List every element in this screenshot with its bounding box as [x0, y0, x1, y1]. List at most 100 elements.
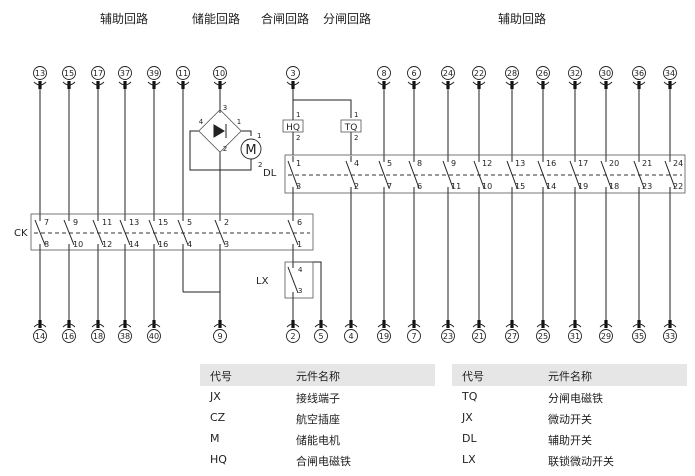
terminal-number: 7 [411, 332, 416, 341]
legend-name: 联锁微动开关 [548, 455, 614, 468]
terminal-circle [213, 66, 227, 80]
dl-switch-blade [378, 160, 390, 189]
dl-pin-bottom: 23 [642, 182, 652, 191]
terminal-circle [147, 66, 161, 80]
terminal-number: 33 [665, 332, 675, 341]
terminal-circle [472, 66, 486, 80]
terminal-cup [147, 323, 161, 328]
bridge-pin: 1 [237, 118, 241, 126]
legend-code: DL [462, 432, 477, 445]
ck-pin-bottom: 1 [297, 240, 302, 249]
dl-label: DL [263, 168, 277, 179]
terminal-cup [62, 323, 76, 328]
terminal-cup [568, 323, 582, 328]
terminal-circle [505, 329, 519, 343]
dl-pin-bottom: 2 [354, 182, 359, 191]
dl-pin-bottom: 7 [387, 182, 392, 191]
terminal-cup [314, 323, 328, 328]
terminal-number: 16 [64, 332, 74, 341]
terminal-circle [663, 329, 677, 343]
terminal-cup [62, 81, 76, 86]
terminal-bottom-16: 16 [62, 320, 76, 343]
legend-name: 接线端子 [296, 392, 340, 405]
motor-pin: 2 [258, 161, 262, 169]
terminal-number: 22 [474, 69, 484, 78]
bridge-pin: 3 [223, 104, 227, 112]
terminal-number: 30 [601, 69, 611, 78]
terminal-number: 17 [93, 69, 103, 78]
terminal-circle [407, 66, 421, 80]
legend-code-header: 代号 [462, 370, 484, 383]
terminal-cup [472, 81, 486, 86]
terminal-cup [213, 323, 227, 328]
tq-coil [340, 119, 362, 133]
terminal-number: 31 [570, 332, 580, 341]
dl-pin-top: 4 [354, 159, 359, 168]
ck-pin-top: 2 [224, 218, 229, 227]
lx-pin: 3 [298, 287, 302, 295]
terminal-number: 3 [290, 69, 295, 78]
terminal-number: 11 [178, 69, 188, 78]
legend-header: 代号 元件名称 [200, 364, 435, 386]
terminal-bottom-18: 18 [91, 320, 105, 343]
terminal-circle [118, 329, 132, 343]
terminal-number: 2 [290, 332, 295, 341]
dl-pin-top: 1 [296, 159, 301, 168]
terminal-circle [286, 329, 300, 343]
terminal-cup [213, 81, 227, 86]
terminal-bottom-38: 38 [118, 320, 132, 343]
ck-switch-blade [34, 219, 46, 246]
hq-label: HQ [286, 123, 300, 133]
terminal-circle [536, 329, 550, 343]
legend-name: 辅助开关 [548, 434, 592, 447]
dl-pin-bottom: 10 [482, 182, 492, 191]
legend-code: LX [462, 453, 476, 466]
terminal-bottom-9: 9 [213, 320, 227, 343]
terminal-number: 14 [35, 332, 45, 341]
section-label-aux-left: 辅助回路 [100, 12, 149, 26]
wire [241, 130, 252, 136]
lx-pin: 4 [298, 266, 303, 274]
terminal-cup [176, 81, 190, 86]
ck-switch-blade [119, 219, 131, 246]
terminal-top-37: 37 [118, 66, 132, 89]
legend-header: 代号 元件名称 [452, 364, 687, 386]
terminal-number: 35 [634, 332, 644, 341]
legend-name: 航空插座 [296, 413, 340, 426]
terminal-cup [91, 323, 105, 328]
hq-coil [282, 119, 304, 133]
section-label-close: 合闸回路 [261, 12, 310, 26]
wire [220, 159, 252, 171]
terminal-cup [441, 81, 455, 86]
dl-pin-top: 12 [482, 159, 492, 168]
terminal-cup [505, 323, 519, 328]
terminal-cup [663, 323, 677, 328]
dl-pin-bottom: 3 [296, 182, 301, 191]
ck-pin-top: 5 [187, 218, 192, 227]
dl-switch-blade [537, 160, 549, 189]
ck-switch-blade [92, 219, 104, 246]
section-header: 辅助回路 储能回路 合闸回路 分闸回路 辅助回路 [0, 0, 695, 36]
terminal-number: 18 [93, 332, 103, 341]
ck-box [30, 213, 314, 251]
terminal-top-22: 22 [472, 66, 486, 89]
terminal-circle [91, 329, 105, 343]
terminal-cup [286, 323, 300, 328]
terminal-bottom-31: 31 [568, 320, 582, 343]
terminal-circle [441, 329, 455, 343]
terminal-number: 10 [215, 69, 225, 78]
terminal-top-24: 24 [441, 66, 455, 89]
dl-switch-blade [600, 160, 612, 189]
terminal-number: 9 [217, 332, 222, 341]
ck-pin-bottom: 3 [224, 240, 229, 249]
terminal-cup [118, 81, 132, 86]
terminal-cup [632, 81, 646, 86]
tq-pin: 1 [354, 111, 358, 119]
terminal-cup [599, 81, 613, 86]
legend-code: M [210, 432, 220, 445]
terminal-circle [286, 66, 300, 80]
